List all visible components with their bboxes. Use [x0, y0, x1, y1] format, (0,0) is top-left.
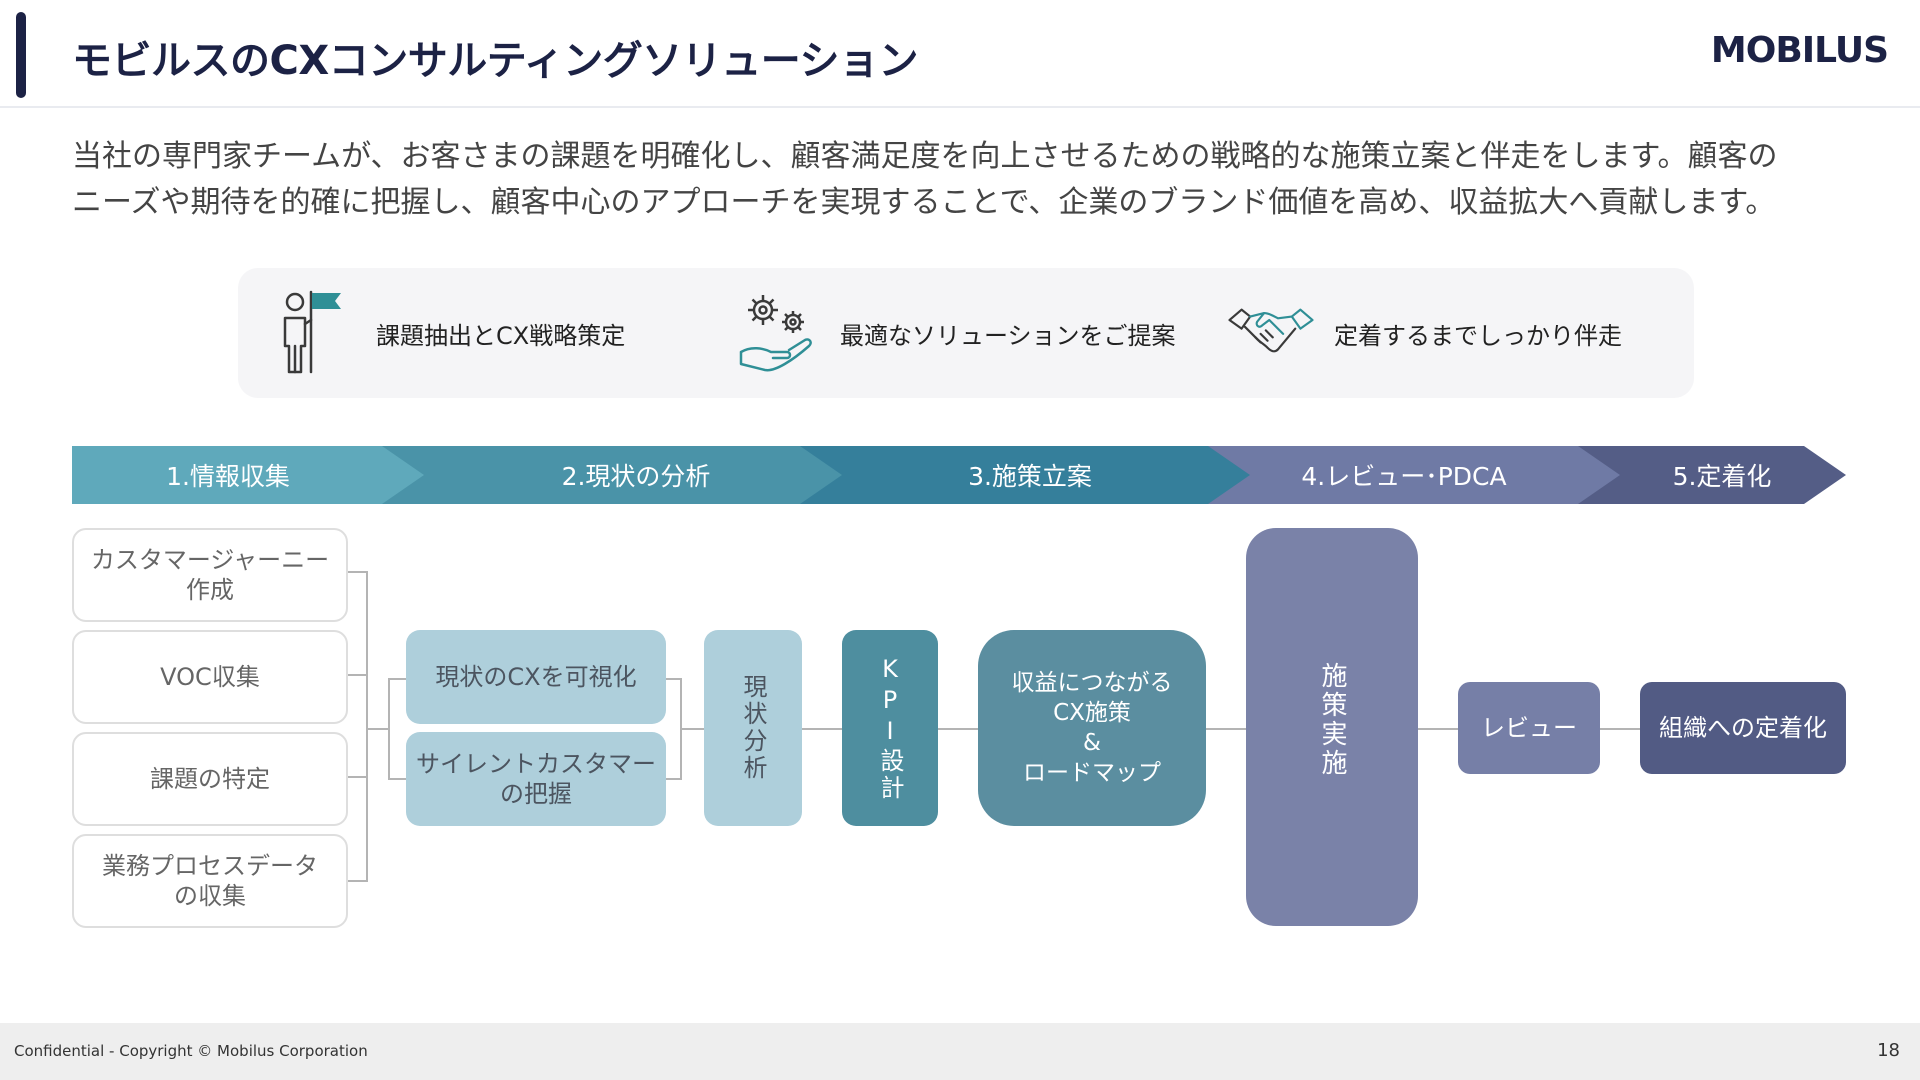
kpi-design-box: KPI設計 — [842, 630, 938, 826]
phase-4-label: 4.レビュー･PDCA — [1301, 462, 1507, 491]
input-box-line: の収集 — [174, 882, 246, 910]
execution-box: 施策実施 — [1246, 528, 1418, 926]
input-box-line: カスタマージャーニー — [90, 546, 330, 574]
phase-1-label: 1.情報収集 — [166, 462, 290, 491]
feature-panel: 課題抽出とCX戦略策定 最適なソリューションをご提案 — [238, 268, 1694, 398]
adoption-box: 組織への定着化 — [1640, 682, 1846, 774]
cx-roadmap-line: & — [1083, 730, 1101, 756]
connector — [388, 778, 406, 780]
connector — [680, 728, 704, 730]
page-number: 18 — [1877, 1040, 1900, 1061]
feature-label-support: 定着するまでしっかり伴走 — [1334, 321, 1622, 350]
phase-5: 5.定着化 — [1578, 446, 1846, 504]
current-analysis-label: 現状分析 — [739, 674, 767, 782]
phase-3: 3.施策立案 — [800, 446, 1250, 504]
phase-5-label: 5.定着化 — [1672, 462, 1772, 491]
analysis-box-visualize: 現状のCXを可視化 — [406, 630, 666, 724]
phase-3-label: 3.施策立案 — [968, 462, 1092, 491]
cx-roadmap-line: CX施策 — [1053, 700, 1131, 726]
adoption-label: 組織への定着化 — [1659, 714, 1827, 742]
review-box: レビュー — [1458, 682, 1600, 774]
handshake-icon — [1226, 288, 1316, 378]
cx-roadmap-box: 収益につながる CX施策 & ロードマップ — [978, 630, 1206, 826]
input-box-line: 課題の特定 — [150, 765, 270, 793]
kpi-design-label: KPI設計 — [876, 654, 904, 802]
connector — [1600, 728, 1640, 730]
page-title: モビルスのCXコンサルティングソリューション — [72, 38, 919, 84]
connector — [666, 778, 682, 780]
input-box-line: VOC収集 — [160, 663, 260, 691]
input-box-voc: VOC収集 — [72, 630, 348, 724]
feature-proposal: 最適なソリューションをご提案 — [732, 268, 1176, 398]
input-box-line: 作成 — [185, 576, 234, 604]
execution-label: 施策実施 — [1317, 662, 1347, 778]
input-box-process-data: 業務プロセスデータ の収集 — [72, 834, 348, 928]
connector — [348, 674, 368, 676]
feature-label-proposal: 最適なソリューションをご提案 — [840, 321, 1176, 350]
phase-2-label: 2.現状の分析 — [561, 462, 711, 491]
analysis-box-line: の把握 — [500, 780, 572, 808]
analysis-box-silent-customer: サイレントカスタマー の把握 — [406, 732, 666, 826]
person-flag-icon — [268, 288, 358, 378]
analysis-box-line: 現状のCXを可視化 — [435, 663, 637, 691]
title-divider — [0, 106, 1920, 108]
connector — [802, 728, 842, 730]
connector — [666, 678, 682, 680]
connector — [366, 571, 368, 882]
title-accent-bar — [16, 12, 26, 98]
review-label: レビュー — [1481, 714, 1577, 742]
connector — [348, 776, 368, 778]
copyright-text: Confidential - Copyright © Mobilus Corpo… — [14, 1042, 368, 1060]
analysis-box-line: サイレントカスタマー — [416, 750, 656, 778]
feature-strategy: 課題抽出とCX戦略策定 — [268, 268, 625, 398]
mobilus-logo: MOBILUS — [1710, 30, 1889, 71]
intro-text: 当社の専門家チームが、お客さまの課題を明確化し、顧客満足度を向上させるための戦略… — [72, 134, 1862, 226]
connector — [1418, 728, 1458, 730]
cx-roadmap-line: 収益につながる — [1011, 670, 1173, 696]
gears-hand-icon — [732, 288, 822, 378]
phase-4: 4.レビュー･PDCA — [1208, 446, 1620, 504]
input-box-line: 業務プロセスデータ — [102, 852, 318, 880]
feature-support: 定着するまでしっかり伴走 — [1226, 268, 1622, 398]
connector — [366, 728, 388, 730]
feature-label-strategy: 課題抽出とCX戦略策定 — [376, 321, 626, 350]
current-analysis-box: 現状分析 — [704, 630, 802, 826]
connector — [348, 571, 368, 573]
connector — [388, 678, 390, 780]
intro-line-1: 当社の専門家チームが、お客さまの課題を明確化し、顧客満足度を向上させるための戦略… — [72, 139, 1778, 174]
connector — [388, 678, 406, 680]
connector — [1206, 728, 1246, 730]
connector — [938, 728, 978, 730]
connector — [348, 880, 368, 882]
phase-1: 1.情報収集 — [72, 446, 424, 504]
phase-2: 2.現状の分析 — [380, 446, 842, 504]
footer: Confidential - Copyright © Mobilus Corpo… — [0, 1023, 1920, 1080]
input-box-issues: 課題の特定 — [72, 732, 348, 826]
input-box-customer-journey: カスタマージャーニー 作成 — [72, 528, 348, 622]
cx-roadmap-line: ロードマップ — [1023, 760, 1161, 786]
intro-line-2: ニーズや期待を的確に把握し、顧客中心のアプローチを実現することで、企業のブランド… — [72, 185, 1776, 220]
